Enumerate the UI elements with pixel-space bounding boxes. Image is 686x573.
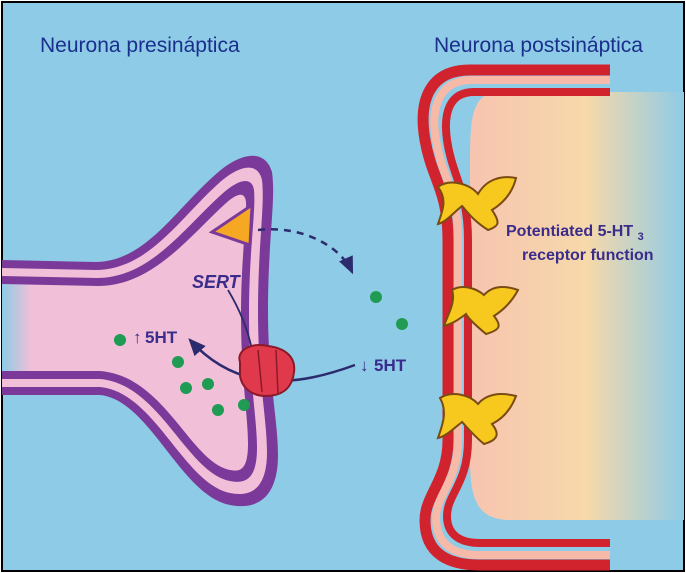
serotonin-dot [114,334,126,346]
serotonin-dot [396,318,408,330]
postsynaptic-label: Neurona postsináptica [434,34,643,57]
serotonin-dot [370,291,382,303]
up-5ht-label: 5HT [145,328,178,347]
presynaptic-label: Neurona presináptica [40,34,240,57]
serotonin-dot [180,382,192,394]
receptor-label-subscript: 3 [638,231,644,243]
down-5ht-label: 5HT [374,356,407,375]
serotonin-dot [172,356,184,368]
serotonin-dot [238,399,250,411]
sert-label: SERT [192,272,242,292]
receptor-function-label-line2: receptor function [522,247,654,264]
receptor-label-main: Potentiated 5-HT [506,223,633,240]
serotonin-dot [202,378,214,390]
sert-transporter [239,345,294,396]
serotonin-dot [212,404,224,416]
up-arrow-symbol: ↑ [133,328,142,347]
down-arrow-symbol: ↓ [360,356,369,375]
